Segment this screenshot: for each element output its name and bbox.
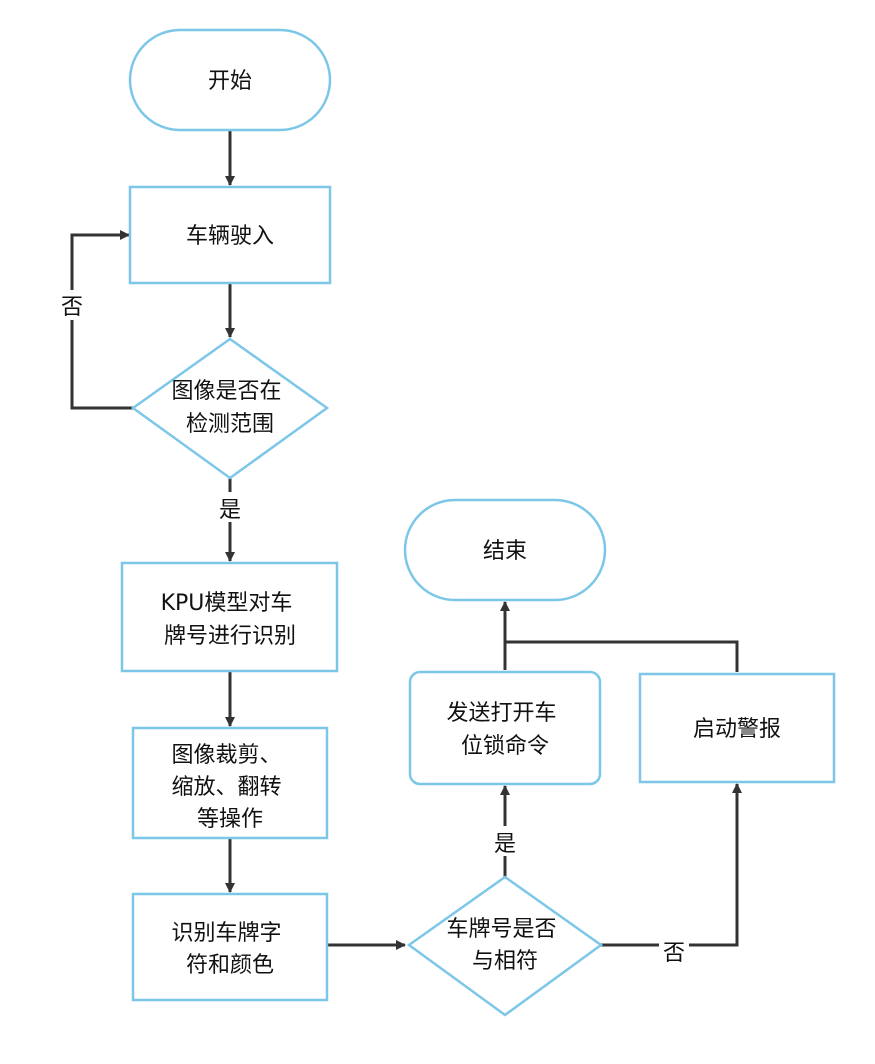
edge-label-match-yes: 是 xyxy=(494,832,516,857)
edge-range-no-loop xyxy=(70,230,133,410)
node-recognize-chars: 识别车牌字 符和颜色 xyxy=(131,892,329,1002)
node-end-label: 结束 xyxy=(483,539,527,564)
node-image-process-line-1: 图像裁剪、 xyxy=(171,743,281,768)
node-image-in-range-line-1: 图像是否在 xyxy=(171,379,281,404)
node-alarm-label: 启动警报 xyxy=(693,717,781,742)
node-send-unlock-label: 发送打开车 位锁命令 xyxy=(446,701,563,759)
node-image-process-line-2: 缩放、翻转 xyxy=(171,775,281,800)
node-image-in-range: 图像是否在 检测范围 xyxy=(130,337,330,480)
node-send-unlock-line-2: 位锁命令 xyxy=(461,734,549,759)
node-recognize-chars-label: 识别车牌字 符和颜色 xyxy=(171,921,288,978)
node-image-process: 图像裁剪、 缩放、翻转 等操作 xyxy=(131,726,329,840)
node-kpu-recognize-line-1: KPU模型对车 xyxy=(161,591,293,616)
node-plate-match-label: 车牌号是否 与相符 xyxy=(446,917,563,974)
node-recognize-chars-line-2: 符和颜色 xyxy=(186,953,274,978)
edge-label-match-no-bg xyxy=(659,934,689,964)
node-image-in-range-line-2: 检测范围 xyxy=(186,412,274,437)
node-end: 结束 xyxy=(403,498,607,602)
node-vehicle-enter-label: 车辆驶入 xyxy=(186,224,274,249)
node-start-label: 开始 xyxy=(208,69,252,94)
node-image-process-line-3: 等操作 xyxy=(197,807,263,832)
edge-label-range-no: 否 xyxy=(61,295,83,320)
edge-alarm-to-end-junction xyxy=(505,640,739,672)
node-alarm: 启动警报 xyxy=(638,672,836,784)
node-send-unlock-line-1: 发送打开车 xyxy=(446,701,556,726)
node-end-line-1: 结束 xyxy=(483,539,527,564)
node-plate-match: 车牌号是否 与相符 xyxy=(406,875,604,1017)
node-image-in-range-label: 图像是否在 检测范围 xyxy=(171,379,288,437)
edge-label-range-no-bg xyxy=(58,290,86,320)
edges xyxy=(70,130,742,950)
node-kpu-recognize-line-2: 牌号进行识别 xyxy=(164,624,296,649)
edge-match-no-to-alarm xyxy=(601,783,742,947)
node-kpu-recognize: KPU模型对车 牌号进行识别 xyxy=(120,561,339,673)
node-start: 开始 xyxy=(128,28,332,132)
edge-label-match-yes-bg xyxy=(491,826,519,856)
node-start-line-1: 开始 xyxy=(208,69,252,94)
node-vehicle-enter: 车辆驶入 xyxy=(128,185,332,285)
edge-label-range-yes: 是 xyxy=(219,498,241,523)
node-kpu-recognize-label: KPU模型对车 牌号进行识别 xyxy=(161,591,300,649)
node-plate-match-line-1: 车牌号是否 xyxy=(446,917,556,942)
node-recognize-chars-line-1: 识别车牌字 xyxy=(171,921,281,946)
edge-label-range-yes-bg xyxy=(216,492,244,522)
node-alarm-line-1: 启动警报 xyxy=(693,717,781,742)
edge-labels: 否 是 是 否 xyxy=(58,290,689,966)
node-image-process-label: 图像裁剪、 缩放、翻转 等操作 xyxy=(171,743,288,832)
node-send-unlock: 发送打开车 位锁命令 xyxy=(408,670,602,786)
edge-label-match-no: 否 xyxy=(663,941,685,966)
node-plate-match-line-2: 与相符 xyxy=(472,949,538,974)
node-vehicle-enter-line-1: 车辆驶入 xyxy=(186,224,274,249)
